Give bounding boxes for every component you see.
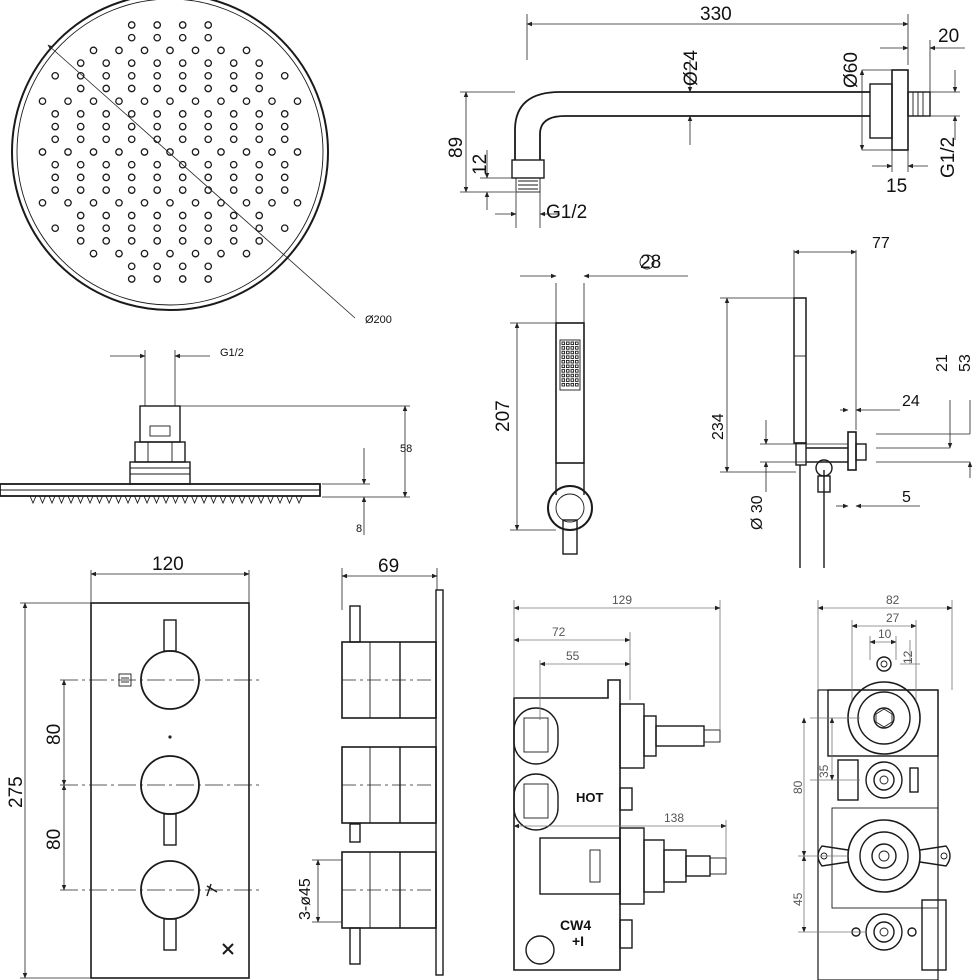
body-c-label: 10 [878, 627, 892, 641]
bracket-depth-label: 24 [902, 393, 920, 410]
body-g-label: 45 [791, 892, 805, 906]
valve-b-label: 55 [566, 649, 580, 663]
knob-spacing-top-label: 80 [44, 724, 65, 745]
arm-offset-label: 20 [938, 26, 959, 47]
body-b-label: 27 [886, 611, 900, 625]
side-depth-label: 69 [378, 556, 399, 577]
head-diameter-label: Ø200 [365, 314, 392, 326]
bracket-gap-label: 5 [902, 489, 911, 506]
pm-marker-label: +I [572, 933, 584, 949]
flange-dia-label: Ø60 [841, 52, 862, 88]
hose-top-a-label: 21 [934, 354, 951, 372]
knob-dia-label: 3-ø45 [297, 878, 314, 920]
valve-body-front: 82 27 10 12 35 80 45 [791, 593, 953, 980]
valve-a-label: 72 [552, 625, 566, 639]
arm-thread-label: G1/2 [546, 202, 587, 223]
valve-body-side: HOT CW4 +I 129 72 55 138 [513, 593, 727, 971]
handset-dia-label: 28 [640, 252, 661, 273]
head-thread-label: G1/2 [220, 347, 244, 359]
nozzle-pattern [38, 21, 302, 283]
plate-width-label: 120 [152, 554, 184, 575]
arm-pipe-dia-label: Ø24 [681, 50, 702, 86]
bracket-dia-label: Ø 30 [749, 495, 766, 530]
arm-length-label: 330 [700, 4, 732, 25]
valve-depth-label: 129 [612, 593, 632, 607]
hose-top-b-label: 53 [957, 354, 974, 372]
hand-shower-drawing: 28 207 [493, 252, 688, 555]
valve-c-label: 138 [664, 811, 684, 825]
head-thickness-label: 8 [356, 523, 362, 535]
body-d-label: 12 [901, 650, 915, 664]
body-e-label: 35 [817, 764, 831, 778]
bracket-offset-label: 77 [872, 235, 890, 252]
plate-height-label: 275 [6, 776, 27, 808]
knob-spacing-bottom-label: 80 [44, 829, 65, 850]
valve-side-view: 69 3-ø45 [297, 556, 444, 976]
handset-length-label: 207 [493, 400, 514, 432]
valve-front-plate: 120 275 80 80 [6, 554, 260, 979]
bracket-side-drawing: 77 21 53 234 24 Ø 30 5 [710, 235, 974, 568]
flange-depth-label: 15 [886, 176, 907, 197]
shower-arm-drawing: 330 20 Ø24 Ø60 G1/2 15 89 12 G1/2 [446, 4, 965, 228]
flange-thread-label: G1/2 [938, 137, 959, 178]
head-diameter-line [47, 44, 356, 319]
cw-marker-label: CW4 [560, 917, 591, 933]
shower-head-top-view: Ø200 [11, 0, 392, 326]
hot-marker-label: HOT [576, 790, 604, 805]
body-width-label: 82 [886, 593, 900, 607]
bracket-height-label: 234 [710, 413, 727, 440]
arm-tip-label: 12 [470, 154, 491, 175]
head-height-label: 58 [400, 443, 412, 455]
arm-drop-label: 89 [446, 137, 467, 158]
body-f-label: 80 [791, 780, 805, 794]
shower-head-side-view: 58 8 G1/2 [0, 347, 412, 535]
